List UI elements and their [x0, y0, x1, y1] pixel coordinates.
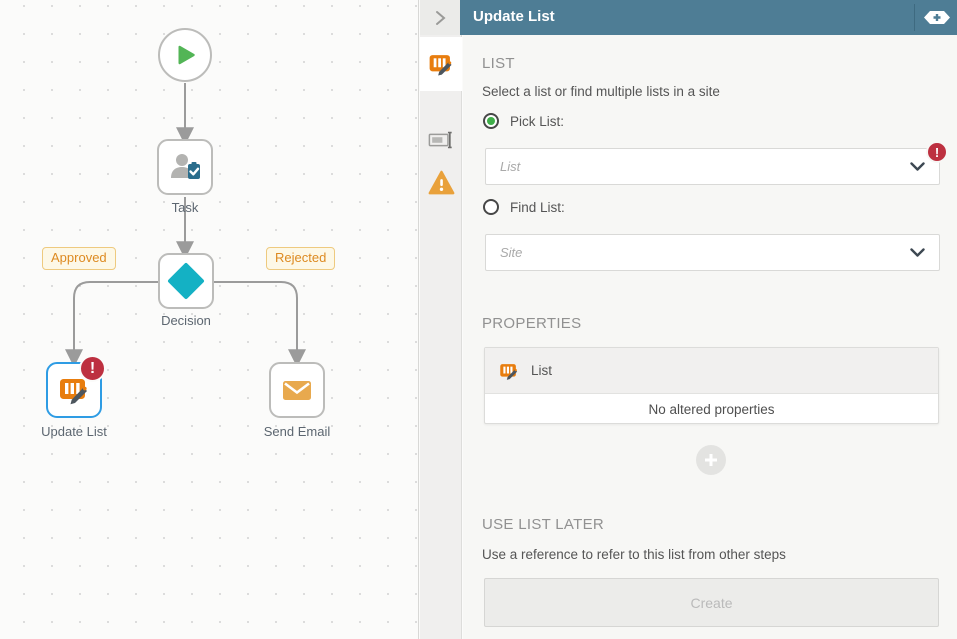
chevron-down-icon	[910, 247, 925, 257]
send-email-node-label: Send Email	[263, 424, 331, 439]
properties-group-header[interactable]: List	[485, 348, 938, 394]
tab-update-list-config[interactable]	[420, 37, 462, 91]
update-list-node-label: Update List	[41, 424, 107, 439]
properties-box: List No altered properties	[484, 347, 939, 424]
header-divider	[914, 4, 915, 31]
workflow-canvas[interactable]: Task Decision Approved Rejected ! Update…	[0, 0, 419, 639]
branch-label-rejected[interactable]: Rejected	[266, 247, 336, 270]
envelope-icon	[283, 381, 311, 400]
task-user-icon	[171, 154, 200, 179]
site-dropdown[interactable]: Site	[485, 234, 940, 271]
list-section-description: Select a list or find multiple lists in …	[482, 84, 720, 99]
play-icon	[178, 45, 195, 65]
radio-selected-icon	[483, 113, 499, 129]
add-reference-icon[interactable]	[921, 9, 953, 26]
pick-list-label: Pick List:	[510, 113, 565, 129]
connector-lines	[65, 83, 306, 368]
use-list-later-description: Use a reference to refer to this list fr…	[482, 547, 786, 562]
collapse-panel-button[interactable]	[420, 0, 460, 35]
decision-node[interactable]	[158, 253, 214, 309]
dropdown-error-badge: !	[926, 141, 948, 163]
panel-header: Update List	[420, 0, 957, 35]
task-node[interactable]	[157, 139, 213, 195]
properties-section-heading: PROPERTIES	[482, 315, 582, 332]
tab-rename[interactable]	[420, 123, 462, 157]
create-reference-button[interactable]: Create	[484, 578, 939, 627]
node-error-badge: !	[79, 355, 106, 382]
pick-list-radio[interactable]: Pick List:	[483, 113, 564, 129]
branch-label-approved[interactable]: Approved	[42, 247, 116, 270]
send-email-node[interactable]	[269, 362, 325, 418]
start-node[interactable]	[158, 28, 212, 82]
list-pencil-icon	[500, 363, 518, 380]
list-section-heading: LIST	[482, 55, 515, 72]
radio-unselected-icon	[483, 199, 499, 215]
panel-content: LIST Select a list or find multiple list…	[463, 35, 957, 639]
list-dropdown[interactable]: List	[485, 148, 940, 185]
chevron-right-icon	[436, 10, 446, 25]
properties-group-label: List	[531, 363, 553, 378]
tab-warnings[interactable]	[420, 163, 462, 201]
no-altered-properties-text: No altered properties	[648, 401, 775, 417]
panel-title: Update List	[473, 8, 555, 25]
decision-node-label: Decision	[161, 313, 211, 328]
find-list-radio[interactable]: Find List:	[483, 199, 565, 215]
update-list-node[interactable]	[46, 362, 102, 418]
list-dropdown-placeholder: List	[500, 159, 521, 174]
use-list-later-heading: USE LIST LATER	[482, 516, 605, 533]
task-node-label: Task	[171, 200, 199, 215]
decision-diamond-icon	[168, 263, 204, 299]
warning-icon	[428, 170, 454, 194]
list-pencil-icon	[429, 55, 452, 76]
chevron-down-icon	[910, 161, 925, 171]
rename-icon	[428, 131, 452, 149]
panel-tab-strip	[420, 35, 462, 639]
plus-icon	[705, 454, 717, 466]
site-dropdown-placeholder: Site	[500, 245, 523, 260]
list-pencil-icon	[60, 379, 87, 405]
add-property-button[interactable]	[696, 445, 726, 475]
find-list-label: Find List:	[510, 199, 565, 215]
